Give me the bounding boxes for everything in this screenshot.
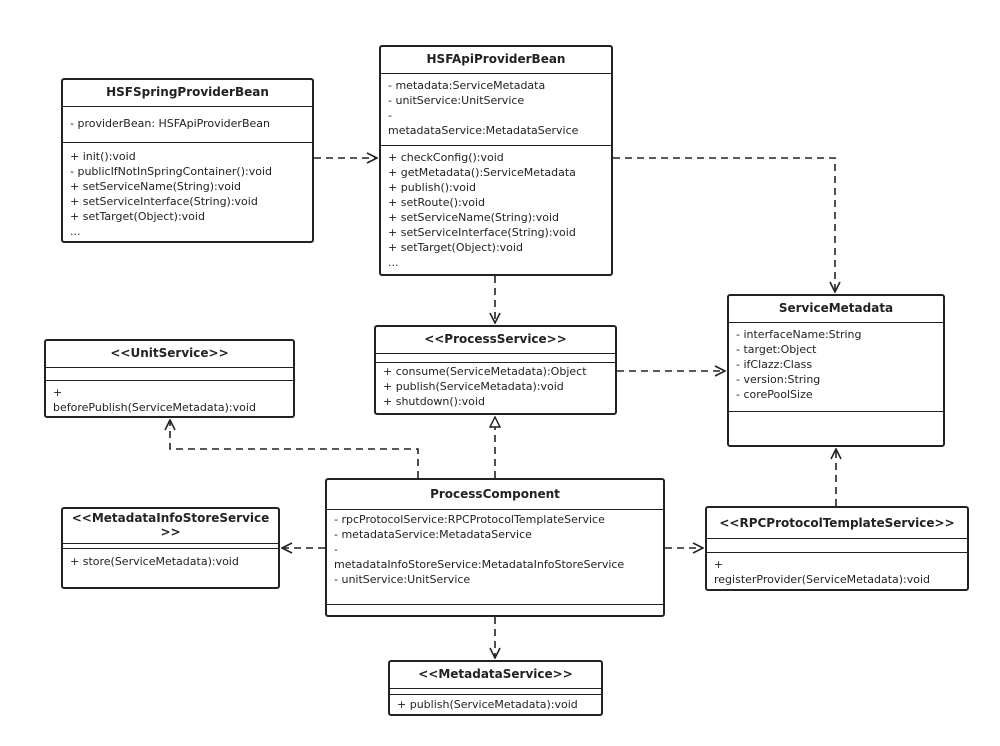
operation: + publish(ServiceMetadata):void <box>383 380 564 393</box>
attribute: - <box>334 543 338 556</box>
class-title: <<MetadataService>> <box>390 662 601 689</box>
class-title: <<RPCProtocolTemplateService>> <box>707 508 967 539</box>
operation: + setServiceName(String):void <box>388 211 560 224</box>
operation: + shutdown():void <box>383 395 485 408</box>
operations-section: + registerProvider(ServiceMetadata):void <box>707 553 967 589</box>
attribute: - corePoolSize <box>736 388 813 401</box>
interface-metadata-service[interactable]: <<MetadataService>> + publish(ServiceMet… <box>388 660 603 716</box>
class-process-component[interactable]: ProcessComponent - rpcProtocolService:RP… <box>325 478 665 617</box>
operation: ... <box>388 256 399 269</box>
interface-process-service[interactable]: <<ProcessService>> + consume(ServiceMeta… <box>374 325 617 415</box>
operation: + setRoute():void <box>388 196 486 209</box>
class-service-metadata[interactable]: ServiceMetadata - interfaceName:String -… <box>727 294 945 447</box>
operation: + publish():void <box>388 181 477 194</box>
operations-section <box>729 412 943 416</box>
operation: + checkConfig():void <box>388 151 504 164</box>
attribute: - metadataService:MetadataService <box>334 528 532 541</box>
class-title: <<MetadataInfoStoreService>> <box>63 509 278 544</box>
operation: + setServiceInterface(String):void <box>70 195 258 208</box>
attribute: metadataInfoStoreService:MetadataInfoSto… <box>334 558 625 571</box>
operation: + publish(ServiceMetadata):void <box>397 698 578 711</box>
class-title: HSFSpringProviderBean <box>63 80 312 107</box>
operations-section: + store(ServiceMetadata):void <box>63 549 278 571</box>
class-title: ServiceMetadata <box>729 296 943 323</box>
attributes-section: - interfaceName:String - target:Object -… <box>729 323 943 412</box>
operation: + <box>714 558 724 571</box>
attribute: - <box>388 109 392 122</box>
attribute: - target:Object <box>736 343 817 356</box>
attributes-section <box>46 368 293 381</box>
attributes-section <box>63 544 278 549</box>
attribute: - version:String <box>736 373 821 386</box>
attribute: - ifClazz:Class <box>736 358 813 371</box>
edge-api-to-service-metadata <box>613 157 835 292</box>
operation: + consume(ServiceMetadata):Object <box>383 365 587 378</box>
class-hsf-spring-provider-bean[interactable]: HSFSpringProviderBean - providerBean: HS… <box>61 78 314 243</box>
operations-section: + checkConfig():void + getMetadata():Ser… <box>381 146 611 272</box>
attributes-section <box>376 354 615 363</box>
operation: + setServiceName(String):void <box>70 180 242 193</box>
attributes-section: - metadata:ServiceMetadata - unitService… <box>381 74 611 146</box>
attributes-section: - providerBean: HSFApiProviderBean <box>63 107 312 143</box>
operation: - publicIfNotInSpringContainer():void <box>70 165 272 178</box>
attribute: - unitService:UnitService <box>388 94 525 107</box>
operations-section: + beforePublish(ServiceMetadata):void <box>46 381 293 416</box>
class-hsf-api-provider-bean[interactable]: HSFApiProviderBean - metadata:ServiceMet… <box>379 45 613 276</box>
operations-section: + consume(ServiceMetadata):Object + publ… <box>376 363 615 411</box>
operation: ... <box>70 225 81 238</box>
attribute: - rpcProtocolService:RPCProtocolTemplate… <box>334 513 605 526</box>
attributes-section <box>390 689 601 695</box>
interface-unit-service[interactable]: <<UnitService>> + beforePublish(ServiceM… <box>44 339 295 418</box>
edge-component-to-unit-service <box>170 420 419 478</box>
operation: + setTarget(Object):void <box>70 210 205 223</box>
operation: + setTarget(Object):void <box>388 241 523 254</box>
operations-section: + publish(ServiceMetadata):void <box>390 695 601 714</box>
operation: + <box>53 386 63 399</box>
class-title: <<ProcessService>> <box>376 327 615 354</box>
operation: + getMetadata():ServiceMetadata <box>388 166 576 179</box>
attribute: - unitService:UnitService <box>334 573 471 586</box>
class-title: HSFApiProviderBean <box>381 47 611 74</box>
operation: + setServiceInterface(String):void <box>388 226 576 239</box>
attribute: - interfaceName:String <box>736 328 862 341</box>
attributes-section: - rpcProtocolService:RPCProtocolTemplate… <box>327 510 663 605</box>
operations-section <box>327 605 663 609</box>
operation: + init():void <box>70 150 136 163</box>
interface-metadata-info-store-service[interactable]: <<MetadataInfoStoreService>> + store(Ser… <box>61 507 280 589</box>
attribute: metadataService:MetadataService <box>388 124 579 137</box>
attributes-section <box>707 539 967 553</box>
class-title: ProcessComponent <box>327 480 663 510</box>
operation: registerProvider(ServiceMetadata):void <box>714 573 931 586</box>
attribute: - metadata:ServiceMetadata <box>388 79 546 92</box>
operation: beforePublish(ServiceMetadata):void <box>53 401 256 414</box>
operation: + store(ServiceMetadata):void <box>70 555 239 568</box>
attribute: - providerBean: HSFApiProviderBean <box>70 117 270 130</box>
operations-section: + init():void - publicIfNotInSpringConta… <box>63 143 312 241</box>
interface-rpc-protocol-template-service[interactable]: <<RPCProtocolTemplateService>> + registe… <box>705 506 969 591</box>
class-title: <<UnitService>> <box>46 341 293 368</box>
